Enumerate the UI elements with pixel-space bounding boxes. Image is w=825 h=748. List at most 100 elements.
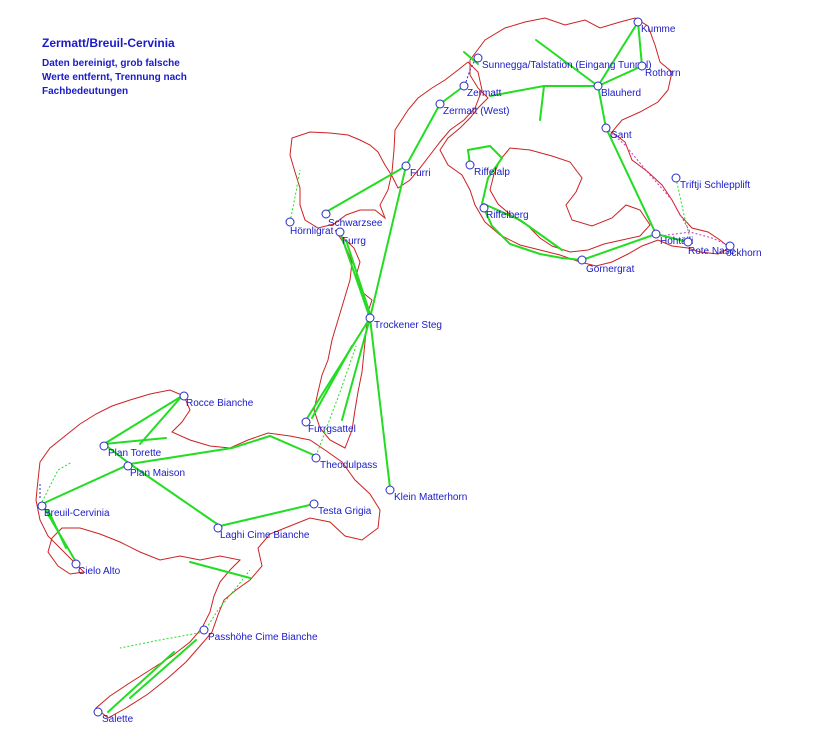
station-marker-icon — [435, 99, 445, 109]
station-riffelberg: Riffelberg — [479, 203, 529, 221]
station-trockener-steg: Trockener Steg — [365, 313, 442, 331]
station-label: Schwarzsee — [328, 218, 383, 229]
lift-kumme-rothorn — [637, 21, 643, 67]
station-rote-nase: Rote Nase — [683, 237, 736, 257]
lift-plantorette-theodul — [103, 443, 131, 465]
boundary-zermatt-upper — [439, 17, 731, 267]
connector-passhoehe — [203, 569, 251, 633]
note-line-3: Fachbedeutungen — [42, 86, 129, 97]
lift-breuil-cielo-2 — [47, 509, 67, 549]
connector-passhoehe-left — [119, 631, 205, 649]
station-marker-icon — [93, 707, 103, 717]
station-label: Gant — [610, 130, 632, 141]
station-suennegga: Sunnegga/Talstation (Eingang Tunnel) — [473, 53, 652, 71]
lift-kumme-blauherd — [597, 21, 639, 87]
connector-triftji — [675, 177, 691, 239]
lift-blauherd-down — [539, 85, 545, 121]
lift-laghi-cielo — [189, 561, 251, 579]
station-marker-icon — [637, 61, 647, 71]
station-marker-icon — [285, 217, 295, 227]
station-label: Rocce Bianche — [186, 398, 254, 409]
station-marker-icon — [309, 499, 319, 509]
boundary-zermatt-inner — [489, 147, 651, 253]
station-salette: Salette — [93, 707, 134, 725]
dotted-connectors — [39, 57, 731, 649]
station-stockhorn: ockhorn — [725, 241, 762, 259]
lift-hohtaelli-rotenase — [655, 233, 689, 243]
station-breuil-cervinia: Breuil-Cervinia — [37, 501, 110, 519]
station-testa-grigia: Testa Grigia — [309, 499, 372, 517]
station-marker-icon — [385, 485, 395, 495]
station-marker-icon — [311, 453, 321, 463]
station-klein-matterhorn: Klein Matterhorn — [385, 485, 467, 503]
station-marker-icon — [633, 17, 643, 27]
station-marker-icon — [321, 209, 331, 219]
map-note: Daten bereinigt, grob falsche Werte entf… — [42, 57, 242, 99]
station-marker-icon — [671, 173, 681, 183]
station-label: Rothorn — [645, 68, 681, 79]
lift-furri-trockenersteg — [369, 165, 407, 319]
lift-planmaison-breuil — [41, 463, 131, 505]
station-marker-icon — [213, 523, 223, 533]
lift-hohtaelli-gornergrat — [581, 233, 657, 261]
lift-furgg-trockenersteg — [339, 231, 371, 319]
station-marker-icon — [179, 391, 189, 401]
station-label: Gornergrat — [586, 264, 635, 275]
map-title: Zermatt/Breuil-Cervinia — [42, 36, 175, 50]
station-marker-icon — [401, 161, 411, 171]
ski-area-boundaries — [35, 17, 731, 719]
station-gornergrat: Gornergrat — [577, 255, 635, 275]
station-furggsattel: Furrgsattel — [301, 417, 356, 435]
station-marker-icon — [99, 441, 109, 451]
station-furri: Furri — [401, 161, 431, 179]
boundary-cervinia — [35, 389, 381, 719]
connector-hoernli — [289, 169, 301, 223]
station-marker-icon — [601, 123, 611, 133]
lift-blauherd-gant — [597, 85, 607, 129]
station-label: Plan Maison — [130, 468, 185, 479]
station-blauherd: Blauherd — [593, 81, 641, 99]
station-theodulpass: Theodulpass — [311, 453, 377, 471]
connector-sunnegga-zermatt — [464, 57, 477, 86]
station-label: Triftji Schlepplift — [680, 180, 750, 191]
lift-rocce-plantorette — [103, 395, 183, 445]
station-marker-icon — [365, 313, 375, 323]
station-label: Plan Torette — [108, 448, 162, 459]
station-label: Hörnligrat — [290, 226, 334, 237]
station-label: Riffelberg — [486, 210, 529, 221]
station-marker-icon — [459, 81, 469, 91]
station-marker-icon — [725, 241, 735, 251]
connector-stockhorn-magenta — [659, 231, 731, 247]
station-laghi-cime-bianche: Laghi Cime Bianche — [213, 523, 310, 541]
station-rocce-bianche: Rocce Bianche — [179, 391, 254, 409]
note-line-1: Daten bereinigt, grob falsche — [42, 58, 180, 69]
connector-gant-magenta — [605, 127, 691, 233]
station-label: Trockener Steg — [374, 320, 442, 331]
station-kumme: Kumme — [633, 17, 676, 35]
station-marker-icon — [651, 229, 661, 239]
station-zermatt: Zermatt — [459, 81, 502, 99]
station-marker-icon — [577, 255, 587, 265]
station-label: Laghi Cime Bianche — [220, 530, 310, 541]
station-label: Zermatt (West) — [443, 106, 509, 117]
station-label: Passhöhe Cime Bianche — [208, 632, 318, 643]
lift-passhoehe-salette — [129, 639, 197, 699]
station-label: ockhorn — [726, 248, 762, 259]
station-marker-icon — [71, 559, 81, 569]
station-label: Furrgsattel — [308, 424, 356, 435]
station-label: Cielo Alto — [78, 566, 121, 577]
station-marker-icon — [301, 417, 311, 427]
station-label: Riffelalp — [474, 167, 510, 178]
lift-planmaison-laghi — [129, 463, 221, 527]
station-label: Furrg — [342, 236, 366, 247]
lift-plantorette-planmaison — [103, 437, 167, 445]
lift-trockenersteg-furggsattel-2 — [311, 345, 353, 419]
lift-gornergrat-bahn — [466, 144, 583, 261]
station-label: Rote Nase — [688, 246, 736, 257]
lift-zermatt-sunnegga — [463, 51, 479, 65]
station-marker-icon — [683, 237, 693, 247]
lift-planmaison-theodul — [129, 434, 317, 465]
connector-breuil-west — [41, 461, 73, 503]
station-gant: Gant — [601, 123, 632, 141]
